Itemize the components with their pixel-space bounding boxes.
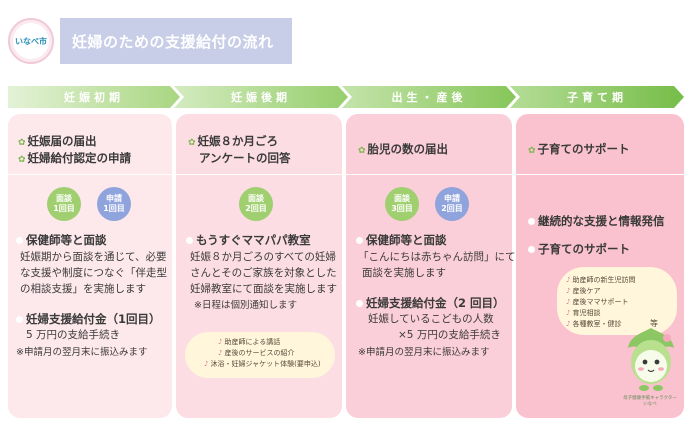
col3-item2-title: 妊婦支援給付金（2 回目）: [356, 296, 505, 311]
note-icon: ♪: [218, 349, 223, 357]
col1-item1-line: の相談支援」を実施します: [20, 283, 146, 295]
city-logo-text: いなべ市: [15, 36, 47, 46]
title-banner: 妊婦のための支援給付の流れ: [60, 18, 292, 64]
col4-heading-1: ✿子育てのサポート: [528, 142, 630, 156]
stage-bar: 妊娠初期 妊娠後期 出生・産後 子育て期: [8, 86, 684, 108]
col4-cloud: [560, 270, 674, 332]
col3-heading-1: ✿胎児の数の届出: [358, 142, 449, 156]
stage-child-rearing: 子育て期: [510, 86, 684, 108]
bullet-dot: [356, 237, 363, 244]
page-title: 妊婦のための支援給付の流れ: [72, 32, 274, 51]
col2-heading-1: ✿妊娠８か月ごろ: [188, 134, 279, 148]
stage-late-pregnancy: 妊娠後期: [174, 86, 348, 108]
clover-icon: ✿: [358, 146, 366, 156]
col1-item1-title: 保健師等と面談: [16, 233, 107, 248]
note-icon: ♪: [566, 276, 571, 284]
card-birth-postpartum: [346, 114, 512, 418]
col1-item2-title: 妊婦支援給付金（1回目）: [16, 312, 161, 327]
col4-cloud-item: ♪産後ケア: [566, 287, 601, 295]
col2-note: ※日程は個別通知します: [194, 300, 297, 311]
col2-item-line: さんとそのご家族を対象とした: [190, 267, 337, 279]
col4-item2: 子育てのサポート: [528, 242, 630, 257]
col1-heading-2: ✿妊婦給付認定の申請: [18, 151, 132, 165]
col1-divider: [8, 174, 172, 175]
col4-cloud-suffix: 等: [650, 319, 658, 328]
col1-item2-sub: 5 万円の支給手続き: [26, 329, 121, 341]
col3-item1-line: 面談を実施します: [362, 267, 446, 279]
col3-item2-line: 妊娠しているこどもの人数: [368, 313, 494, 325]
col2-item-line: 妊娠８か月ごろのすべての妊婦: [190, 251, 336, 263]
mascot-character-icon: [628, 328, 674, 391]
col1-item1-line: な支援や制度につなぐ「伴走型: [20, 267, 167, 279]
col4-item1: 継続的な支援と情報発信: [528, 214, 665, 229]
note-icon: ♪: [566, 287, 571, 295]
clover-icon: ✿: [188, 138, 196, 148]
bullet-dot: [186, 237, 193, 244]
stage-birth-postpartum: 出生・産後: [342, 86, 516, 108]
clover-icon: ✿: [18, 155, 26, 165]
col4-cloud-item: ♪助産師の新生児訪問: [566, 276, 636, 284]
bullet-dot: [16, 316, 23, 323]
clover-icon: ✿: [528, 146, 536, 156]
bullet-dot: [356, 300, 363, 307]
stage-early-pregnancy: 妊娠初期: [8, 86, 180, 108]
col1-note: ※申請月の翌月末に振込みます: [16, 347, 148, 358]
col2-divider: [176, 174, 342, 175]
col2-item-line: 妊婦教室にて面談を実施します: [190, 283, 337, 295]
col1-heading-1: ✿妊娠届の届出: [18, 134, 97, 148]
col4-divider: [516, 174, 684, 175]
clover-icon: ✿: [18, 138, 26, 148]
note-icon: ♪: [204, 360, 209, 368]
col3-note: ※申請月の翌月末に振込みます: [358, 347, 490, 358]
note-icon: ♪: [218, 338, 223, 346]
col2-cloud: [188, 335, 332, 375]
col2-heading-2: アンケートの回答: [199, 151, 291, 165]
col2-cloud-item: ♪助産師による講話: [218, 338, 281, 346]
note-icon: ♪: [566, 298, 571, 306]
col1-item1-line: 妊娠期から面談を通じて、必要: [20, 251, 167, 263]
bullet-dot: [528, 218, 535, 225]
col2-cloud-item: ♪沐浴・妊婦ジャケット体験(要申込): [204, 360, 321, 368]
mascot-caption: 母子健康手帳キャラクターいなべ: [623, 396, 677, 407]
col4-cloud-item: ♪各種教室・健診: [566, 320, 622, 328]
card-early-pregnancy: [8, 114, 172, 418]
note-icon: ♪: [566, 309, 571, 317]
col2-cloud-item: ♪産後のサービスの紹介: [218, 349, 295, 357]
city-logo: いなべ市: [8, 18, 54, 64]
note-icon: ♪: [566, 320, 571, 328]
col2-item-title: もうすぐママパパ教室: [186, 233, 311, 248]
bullet-dot: [16, 237, 23, 244]
col3-item1-line: 「こんにちは赤ちゃん訪問」にて: [358, 251, 516, 263]
col3-item2-line: ×5 万円の支給手続き: [398, 329, 501, 341]
col3-divider: [346, 174, 512, 175]
col4-cloud-item: ♪産後ママサポート: [566, 298, 629, 306]
col3-item1-title: 保健師等と面談: [356, 233, 447, 248]
col4-cloud-item: ♪育児相談: [566, 309, 601, 317]
bullet-dot: [528, 246, 535, 253]
